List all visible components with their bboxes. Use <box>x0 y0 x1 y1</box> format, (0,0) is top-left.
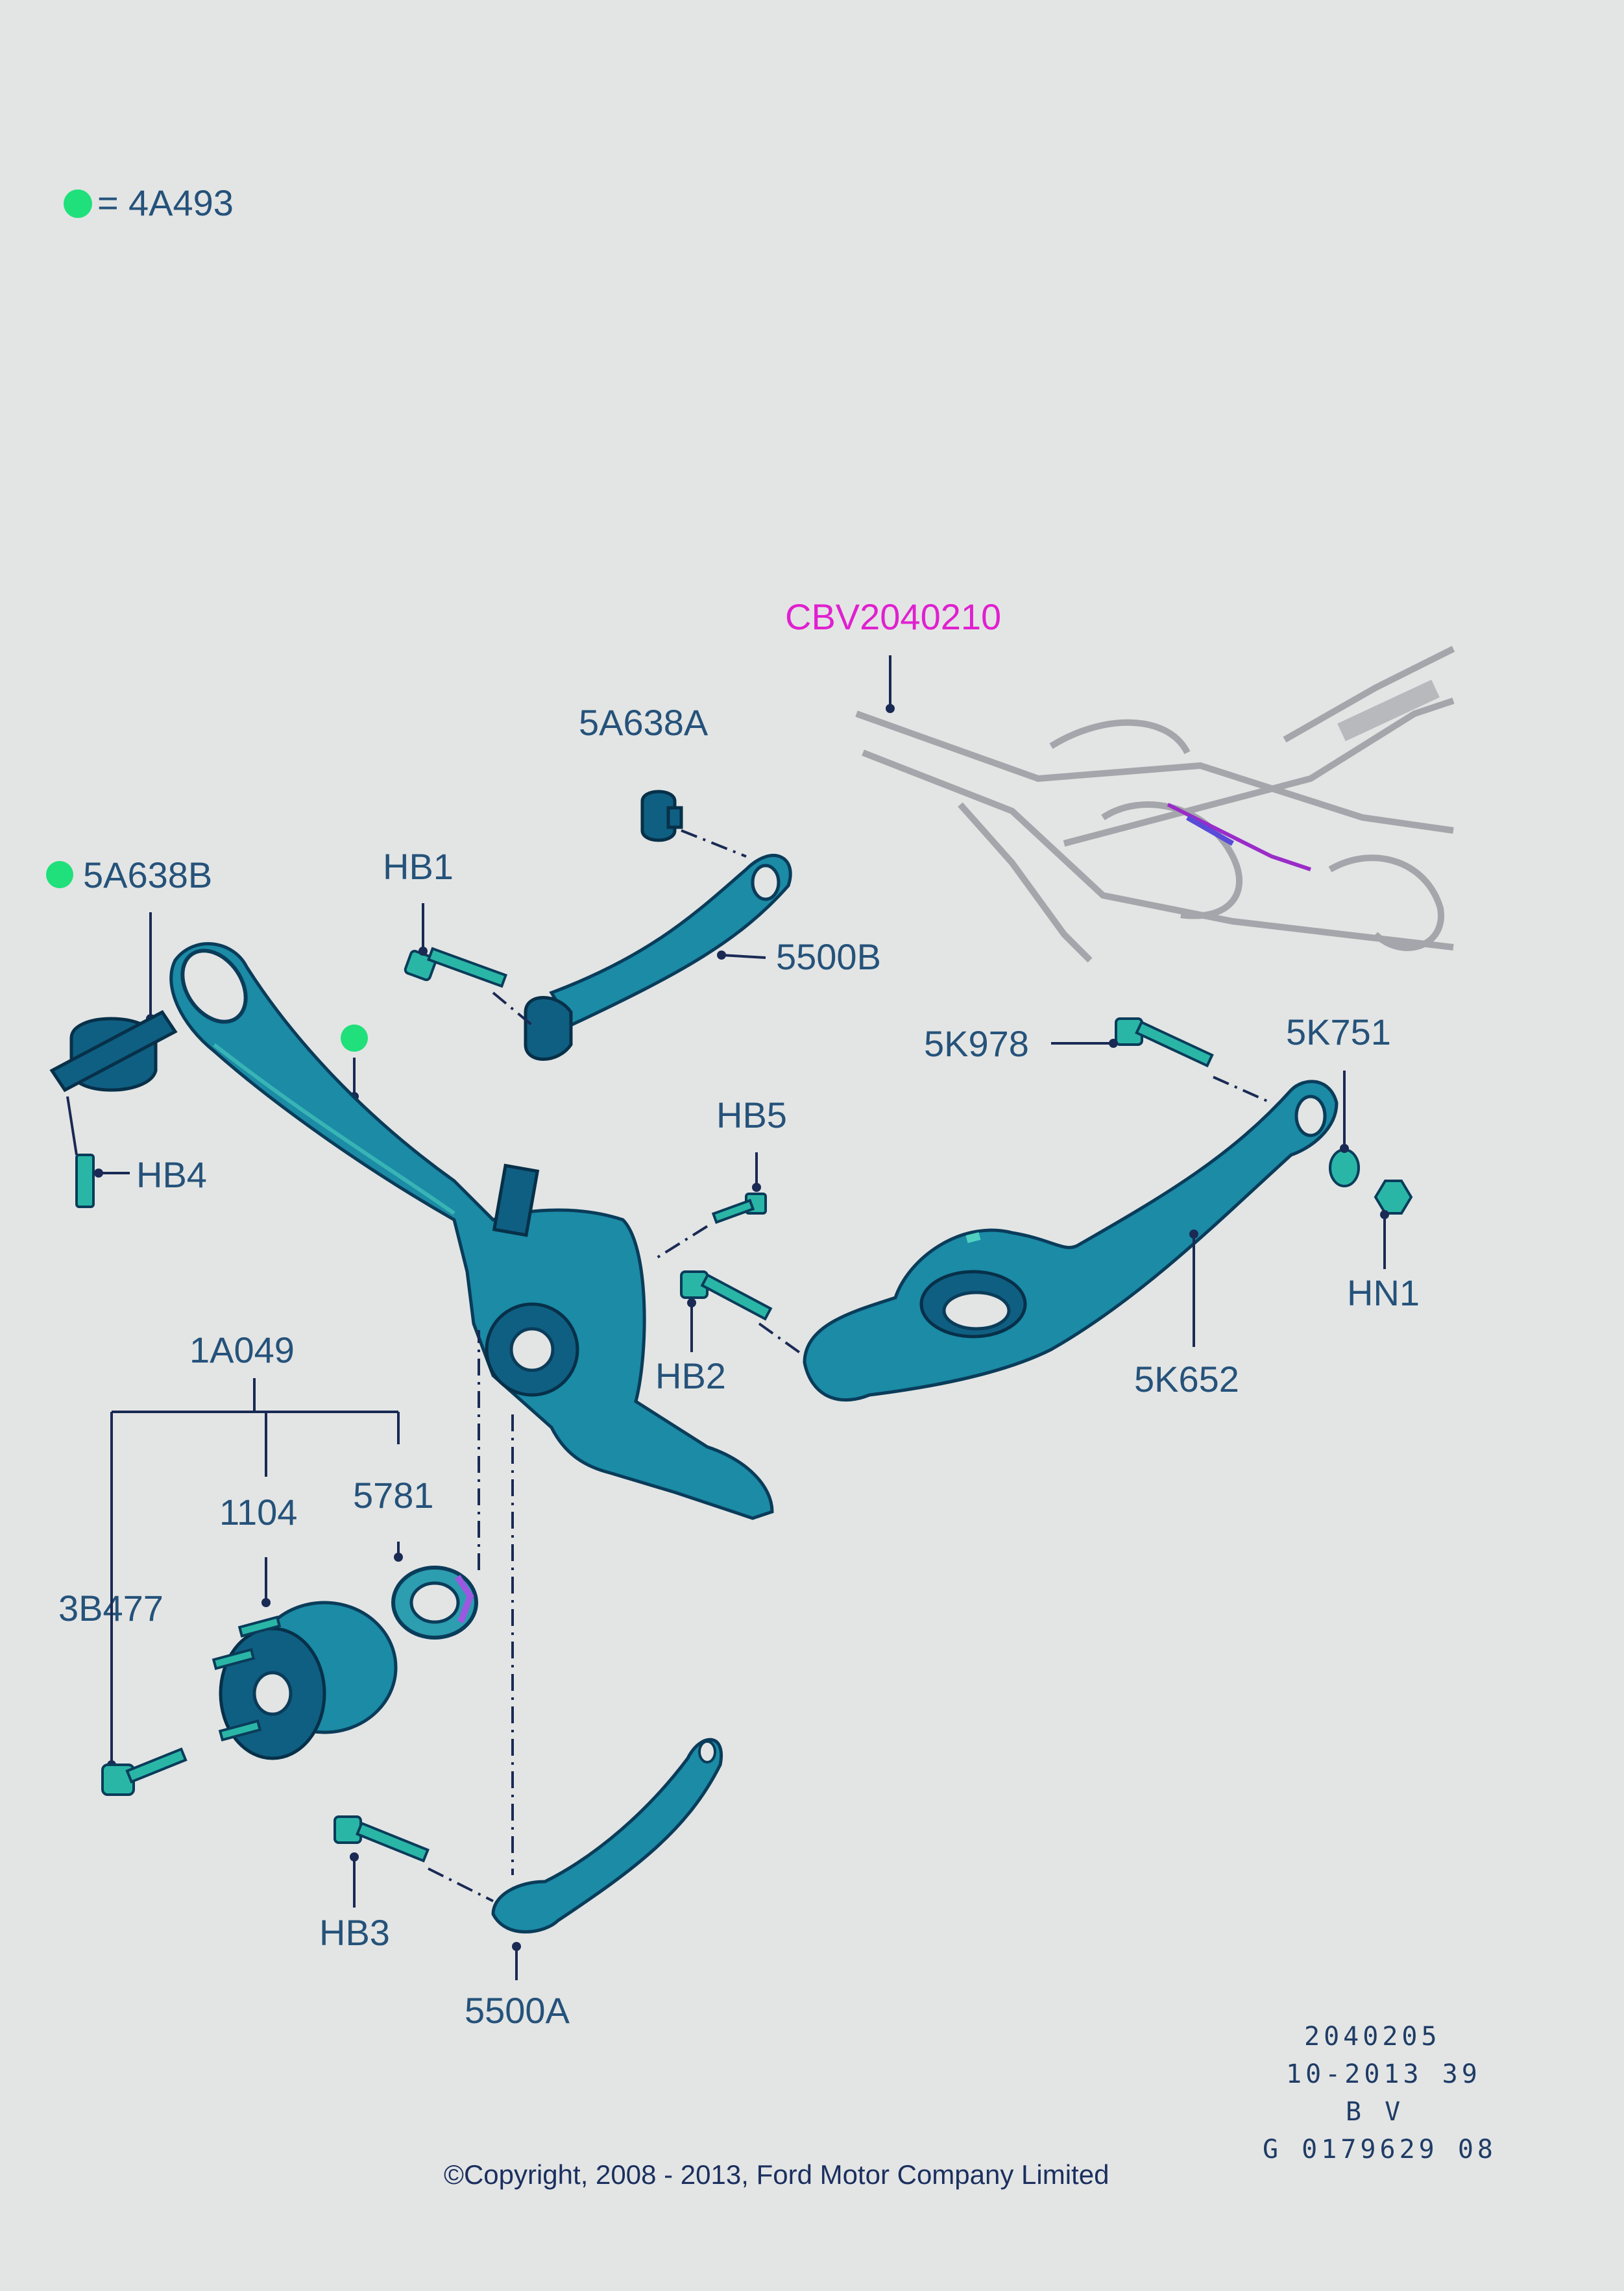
bolt-HB1[interactable] <box>404 947 508 988</box>
leader-1104-dot <box>261 1598 271 1607</box>
legend: = 4A493 <box>64 182 234 223</box>
label-1104[interactable]: 1104 <box>219 1492 297 1533</box>
bush-5A638A[interactable] <box>640 790 683 842</box>
label-5500A[interactable]: 5500A <box>465 1990 570 2031</box>
bracket-1A049 <box>110 1378 400 1583</box>
leader-HB3-path <box>428 1867 494 1902</box>
label-1A049[interactable]: 1A049 <box>189 1329 295 1370</box>
bearing-5781[interactable] <box>391 1566 478 1640</box>
reference-view-code[interactable]: CBV2040210 <box>785 596 1001 637</box>
drawing-ref: G 0179629 08 <box>1263 2135 1497 2164</box>
label-5A638B[interactable]: 5A638B <box>83 855 212 895</box>
label-5K652[interactable]: 5K652 <box>1134 1359 1239 1400</box>
leader-5500A-dot <box>512 1942 521 1951</box>
leader-5K652-dot <box>1189 1230 1198 1239</box>
leader-5K751-dot <box>1340 1144 1349 1153</box>
leader-HB1-dot <box>418 947 428 956</box>
leader-HB2-dot <box>687 1298 696 1307</box>
lower-arm-5500A[interactable] <box>491 1738 723 1933</box>
label-HB1[interactable]: HB1 <box>383 846 454 887</box>
drawing-number: 2040205 <box>1304 2022 1441 2052</box>
leader-HB4-path <box>66 1096 78 1156</box>
bolt-3B477[interactable] <box>101 1747 188 1796</box>
copyright: ©Copyright, 2008 - 2013, Ford Motor Comp… <box>444 2159 1109 2190</box>
drawing-info: 2040205 10-2013 39 B V G 0179629 08 <box>1263 2022 1497 2164</box>
washer-5K751[interactable] <box>1329 1148 1360 1187</box>
label-5K978[interactable]: 5K978 <box>924 1023 1029 1064</box>
reference-view: CBV2040210 <box>785 596 1455 963</box>
label-5781[interactable]: 5781 <box>353 1475 434 1516</box>
leader-HB2-path <box>758 1322 806 1357</box>
bolt-HB2[interactable] <box>680 1270 773 1321</box>
label-5A638A[interactable]: 5A638A <box>579 702 709 743</box>
leader-HB5-dot <box>752 1183 761 1192</box>
trailing-arm-knuckle[interactable] <box>169 939 774 1520</box>
label-HB2[interactable]: HB2 <box>655 1355 726 1396</box>
label-5K751[interactable]: 5K751 <box>1286 1012 1391 1052</box>
leader-HB1-path <box>492 991 533 1026</box>
label-HB5[interactable]: HB5 <box>716 1095 787 1135</box>
drawing-date: 10-2013 39 <box>1286 2059 1481 2089</box>
leader-5781-dot <box>394 1553 403 1562</box>
leader-5K978-dot <box>1109 1039 1118 1048</box>
legend-code: 4A493 <box>128 182 234 223</box>
legend-equals: = <box>97 182 119 223</box>
marker-5A638B-icon <box>46 861 73 888</box>
reference-view-illustration <box>855 646 1455 963</box>
leader-HN1-dot <box>1380 1210 1389 1219</box>
bush-5A638B[interactable] <box>49 1010 178 1093</box>
lower-arm-5K652[interactable] <box>803 1080 1339 1402</box>
leader-HB3-dot <box>350 1852 359 1861</box>
reference-leader-dot <box>886 704 895 713</box>
legend-marker-icon <box>64 189 92 218</box>
bolt-HB5[interactable] <box>711 1193 767 1224</box>
leader-HB5-path <box>654 1225 709 1260</box>
label-HB3[interactable]: HB3 <box>319 1912 390 1953</box>
bolt-HB4[interactable] <box>75 1154 95 1208</box>
upper-arm-5500B[interactable] <box>524 853 792 1061</box>
bolt-HB3[interactable] <box>333 1815 430 1863</box>
leader-5A638A <box>681 829 747 858</box>
bolt-5K978[interactable] <box>1115 1017 1214 1068</box>
leader-5500B <box>721 954 766 959</box>
leader-HB4-dot <box>94 1169 103 1178</box>
label-HN1[interactable]: HN1 <box>1347 1272 1420 1313</box>
leader-5K978-path <box>1213 1076 1272 1104</box>
marker-trailing-arm-icon <box>341 1024 368 1052</box>
hub-1104[interactable] <box>212 1601 398 1760</box>
nut-HN1[interactable] <box>1374 1180 1413 1215</box>
drawing-code: B V <box>1346 2097 1404 2127</box>
label-5500B[interactable]: 5500B <box>776 936 881 977</box>
leader-5500B-dot <box>717 951 726 960</box>
label-HB4[interactable]: HB4 <box>136 1154 207 1195</box>
